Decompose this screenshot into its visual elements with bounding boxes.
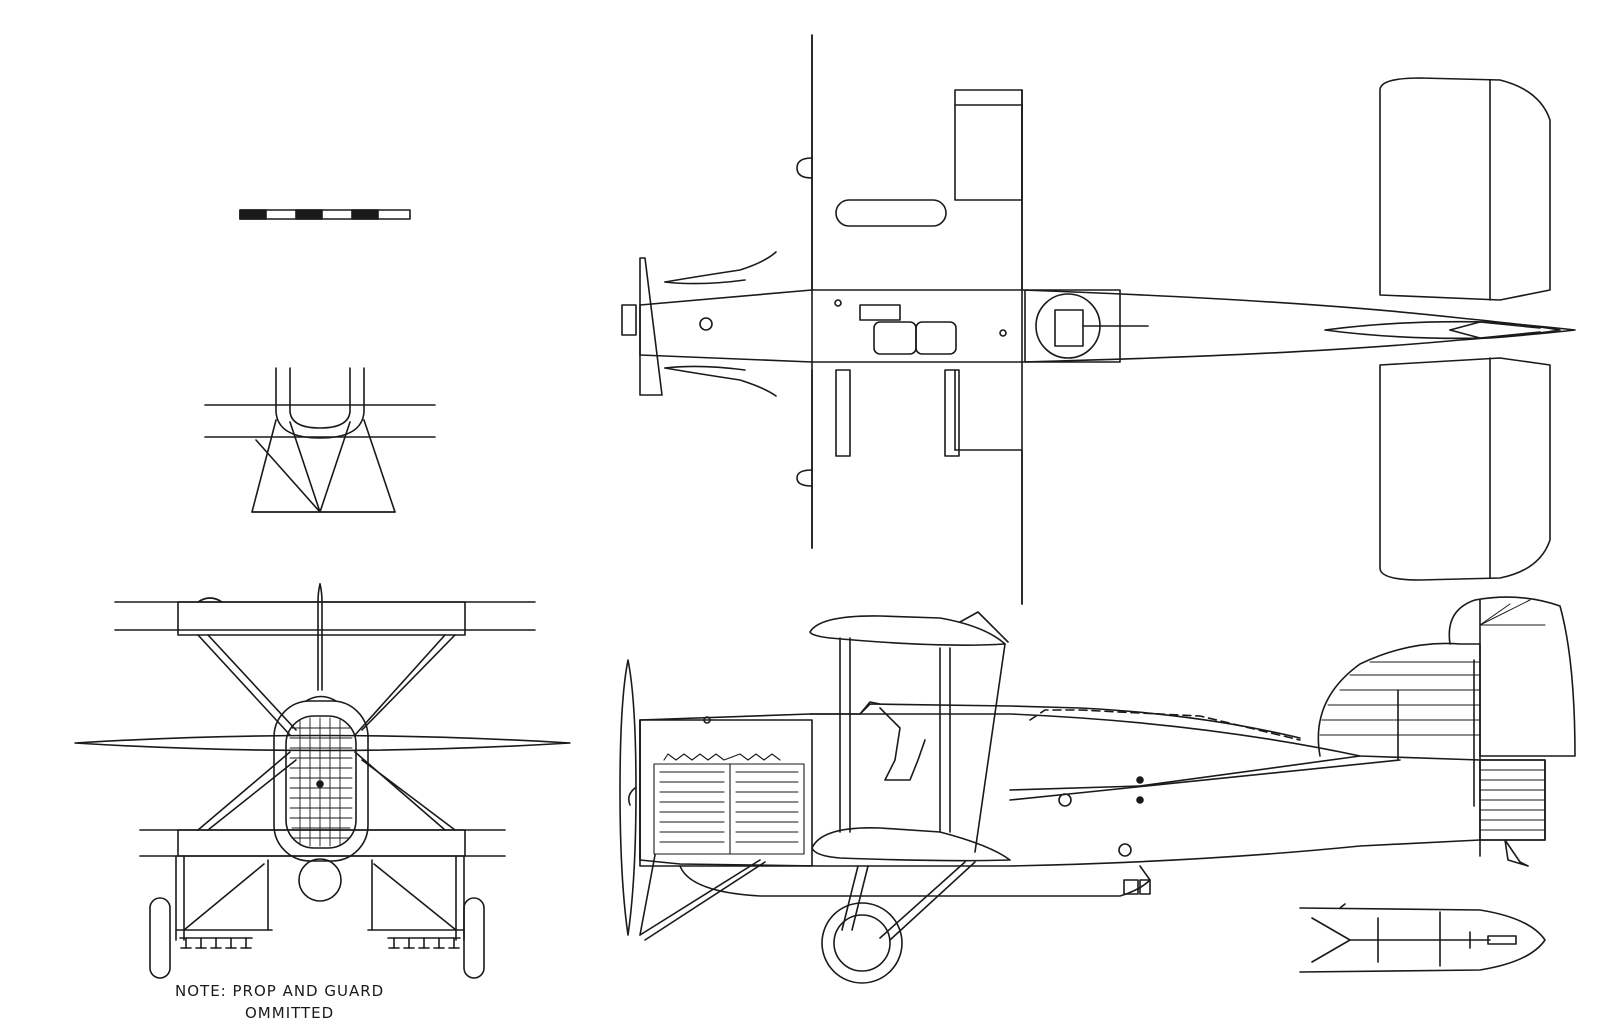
front-fin <box>317 583 321 691</box>
side-wheel <box>821 902 903 984</box>
side-upper-wing <box>809 615 1006 646</box>
front-radiator <box>273 695 369 862</box>
plan-tailplane <box>1324 77 1576 581</box>
undercarriage-detail <box>204 367 436 513</box>
side-undercarriage <box>821 861 976 984</box>
plan-prop-hub <box>621 304 637 336</box>
side-propeller <box>619 659 637 936</box>
side-engine-cowl <box>639 719 813 867</box>
side-gunner <box>879 707 926 781</box>
plan-fuselage <box>639 289 1561 363</box>
plan-cutout <box>954 104 1023 201</box>
plan-strut <box>835 369 851 457</box>
front-lower-wing <box>139 829 506 857</box>
front-undercarriage <box>175 855 465 949</box>
side-fin-rudder <box>1317 596 1576 857</box>
plan-exhaust-bottom <box>664 367 777 397</box>
plan-exhaust-top <box>664 251 777 283</box>
front-right-wheel <box>463 897 485 979</box>
front-struts <box>197 634 456 831</box>
plan-view <box>621 34 1576 605</box>
tailplane-section <box>1299 903 1546 973</box>
side-tail-skid <box>1504 839 1529 867</box>
scale-bar <box>239 209 411 220</box>
side-fuselage <box>639 713 1546 867</box>
side-view <box>619 596 1576 984</box>
plan-slot <box>835 199 947 227</box>
front-hub <box>298 858 342 902</box>
front-left-wheel <box>149 897 171 979</box>
note-line-2: OMMITTED <box>245 1004 334 1022</box>
plan-nose <box>639 257 663 396</box>
front-propeller <box>74 734 571 752</box>
side-lower-wing <box>811 827 1011 862</box>
note-line-1: NOTE: PROP AND GUARD <box>175 982 384 1000</box>
side-prop-guard <box>639 854 656 936</box>
front-upper-wing <box>114 597 536 636</box>
note-text: NOTE: PROP AND GUARD OMMITTED <box>175 982 384 1022</box>
side-engine-grille <box>653 753 805 855</box>
front-view <box>74 583 571 979</box>
